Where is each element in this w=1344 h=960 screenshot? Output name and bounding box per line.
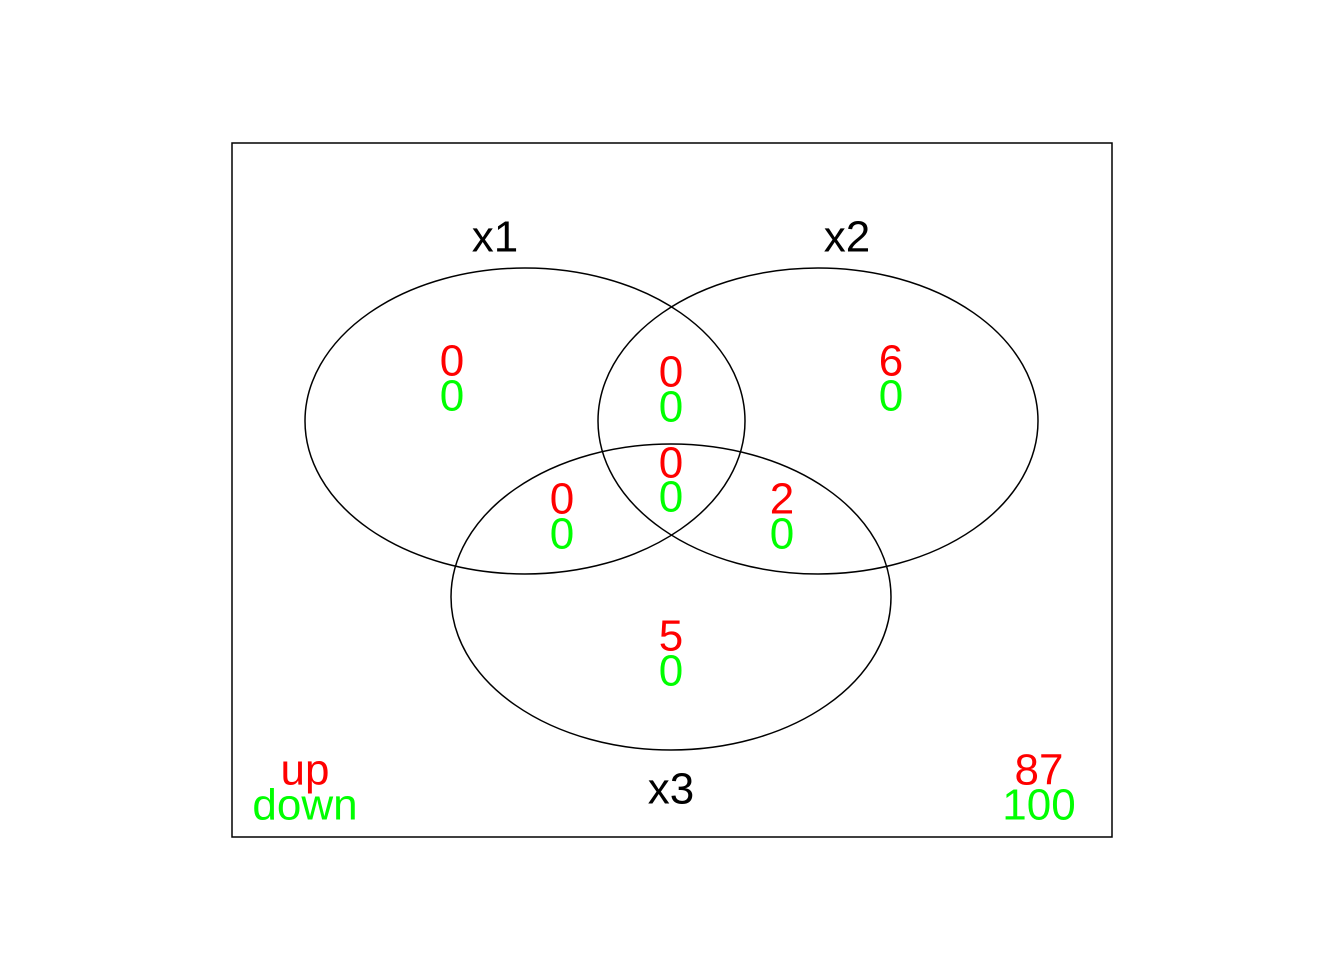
plot-frame xyxy=(231,142,1113,838)
region-x2-x3-down: 0 xyxy=(770,510,794,559)
region-x2-only-up: 6 xyxy=(879,337,903,386)
region-x3-only-up: 5 xyxy=(659,612,683,661)
region-x1-x3-up: 0 xyxy=(550,475,574,524)
set-x1-ellipse xyxy=(304,267,746,575)
region-none-down: 100 xyxy=(1002,781,1075,830)
region-x1-x2-up: 0 xyxy=(659,348,683,397)
region-x1-x3-down: 0 xyxy=(550,510,574,559)
region-x1-x2-x3-up: 0 xyxy=(659,439,683,488)
set-label-x2: x2 xyxy=(824,213,870,262)
set-x3-ellipse xyxy=(450,443,892,751)
legend-down-label: down xyxy=(252,781,357,830)
region-x2-only-down: 0 xyxy=(879,372,903,421)
region-x2-x3-up: 2 xyxy=(770,475,794,524)
region-none-up: 87 xyxy=(1015,746,1064,795)
legend-up-label: up xyxy=(281,746,330,795)
region-x1-x2-x3-down: 0 xyxy=(659,473,683,522)
set-label-x3: x3 xyxy=(648,765,694,814)
region-x1-only-down: 0 xyxy=(440,372,464,421)
region-x1-x2-down: 0 xyxy=(659,383,683,432)
set-label-x1: x1 xyxy=(472,213,518,262)
region-x3-only-down: 0 xyxy=(659,647,683,696)
set-x2-ellipse xyxy=(597,267,1039,575)
region-x1-only-up: 0 xyxy=(440,337,464,386)
